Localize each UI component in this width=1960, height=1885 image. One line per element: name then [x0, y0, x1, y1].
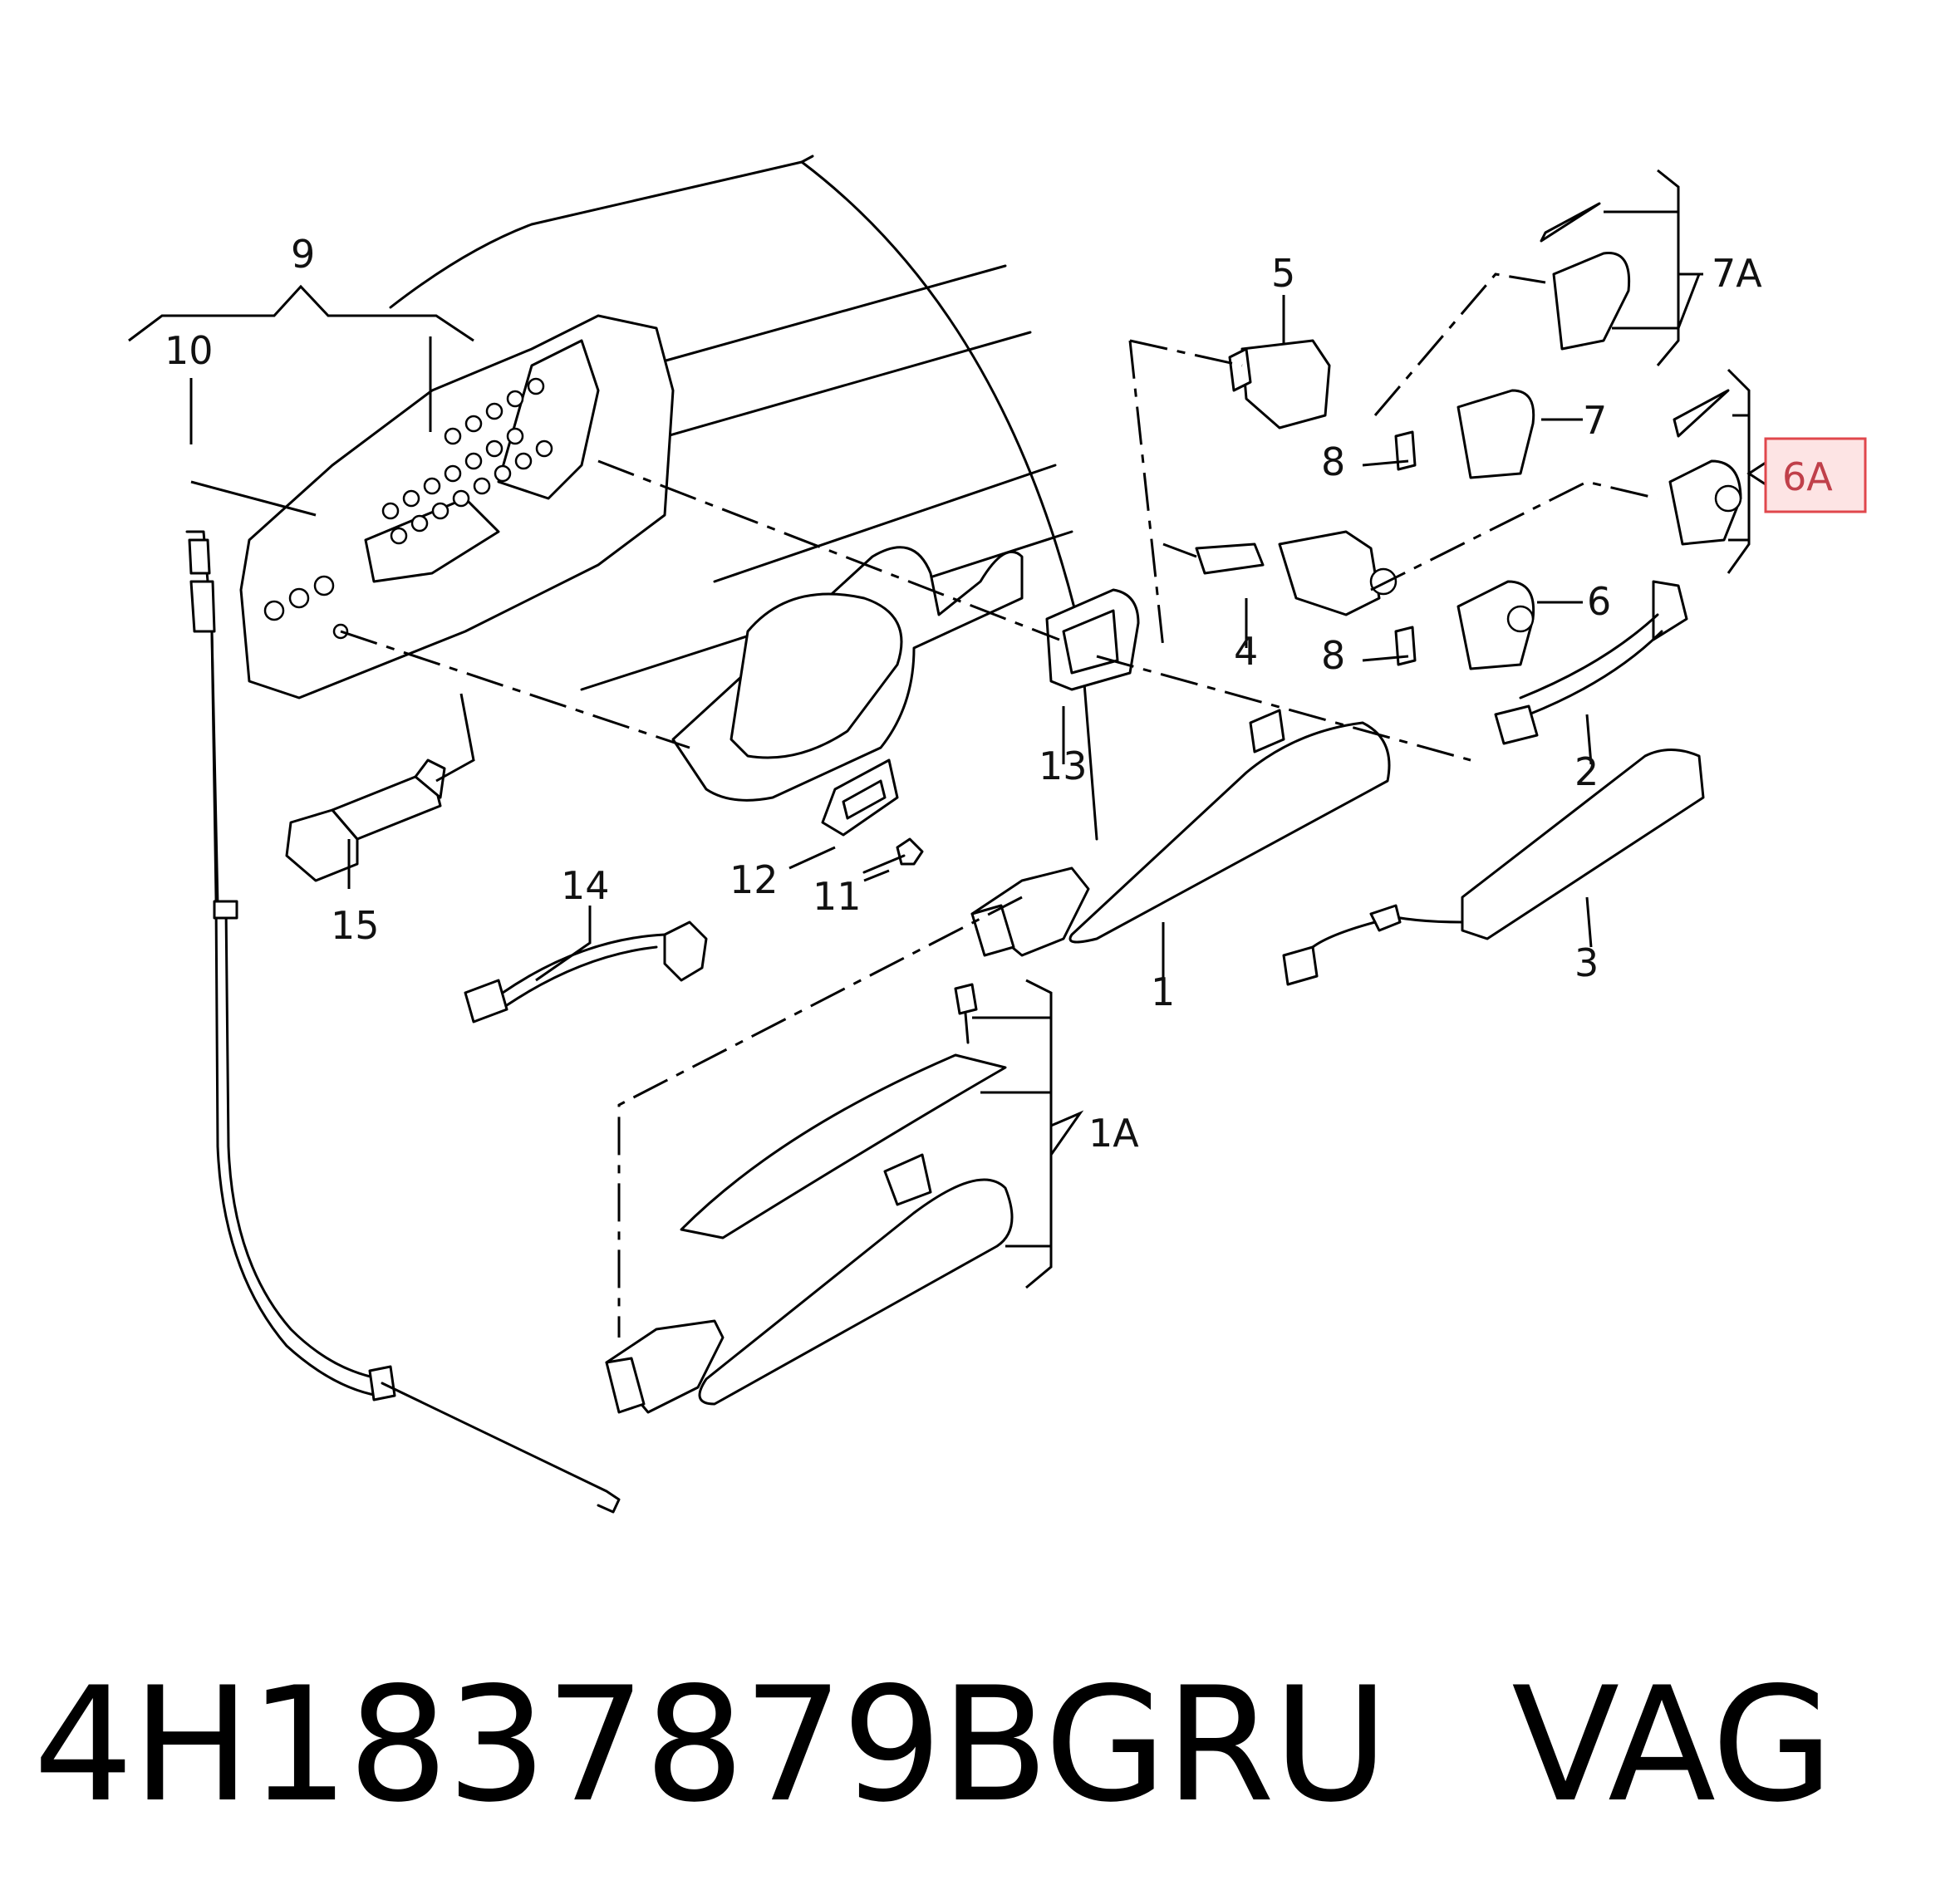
callout-7: 7: [1583, 398, 1607, 443]
callout-6a-highlight: [1764, 437, 1867, 513]
screw-part: [862, 837, 924, 874]
part-number: 4H1837879BGRU: [33, 1652, 1388, 1837]
callout-14: 14: [561, 863, 610, 908]
cap-6a: [1668, 389, 1742, 546]
lock-cylinder-5: [1228, 339, 1331, 430]
trim-2: [1494, 580, 1688, 745]
handle-frame: [671, 546, 1024, 802]
brand-name: VAG: [1511, 1652, 1834, 1837]
handle-assembly-1a: [605, 983, 1014, 1414]
callout-6a: 6A: [1782, 454, 1833, 499]
insert-8: [1394, 430, 1417, 666]
alignment-lines: [340, 272, 1658, 1338]
callout-11: 11: [813, 874, 862, 919]
cap-7: [1456, 389, 1535, 479]
cap-7a: [1540, 202, 1631, 351]
callout-10: 10: [165, 328, 214, 373]
wiring-harness-14: [464, 920, 708, 1023]
bracket-13: [1045, 588, 1140, 691]
handle-carrier-bracket: [239, 314, 675, 700]
callout-1a: 1A: [1088, 1111, 1139, 1156]
trim-3: [1282, 749, 1705, 986]
callout-8-lower: 8: [1321, 633, 1345, 678]
bowden-cable: [185, 530, 621, 1514]
cap-6: [1456, 580, 1535, 670]
callout-3: 3: [1574, 940, 1599, 985]
door-handle-1: [970, 709, 1391, 957]
callout-1: 1: [1151, 969, 1175, 1014]
callout-4: 4: [1234, 629, 1258, 674]
callout-5: 5: [1271, 251, 1295, 296]
gasket-part: [821, 758, 899, 837]
callout-13: 13: [1039, 744, 1088, 788]
callout-2: 2: [1574, 749, 1599, 794]
connector-part: [285, 758, 446, 882]
callout-labels: 9 10 15 14 12 11 13 5 4 8 8 7 6 7A 6A 2 …: [165, 232, 1867, 1156]
callout-9: 9: [291, 232, 315, 277]
callout-8-upper: 8: [1321, 439, 1345, 484]
callout-15: 15: [331, 903, 380, 948]
callout-7a: 7A: [1712, 251, 1762, 296]
lock-cylinder-4: [1195, 530, 1398, 616]
part-info-footer: 4H1837879BGRU VAG: [33, 1649, 1944, 1840]
leader-lines: [128, 169, 1769, 1289]
callout-6: 6: [1587, 579, 1611, 624]
callout-12: 12: [729, 857, 779, 902]
